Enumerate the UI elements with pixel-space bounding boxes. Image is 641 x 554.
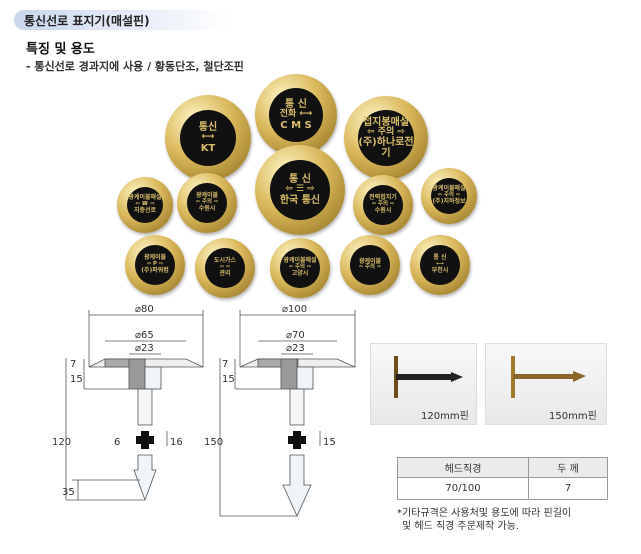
- arrow-icon: ⇦ ⇨: [219, 264, 231, 271]
- coin-top: 통 신: [285, 99, 307, 111]
- coin-face: 통신⟷KT: [179, 109, 237, 167]
- coin-face: 광케이블매설⇦ 주의 ⇨고양시: [280, 248, 320, 288]
- dimension-drawing: ⌀80 ⌀65 ⌀23 7 15 120 6 16 35 ⌀100 ⌀70 ⌀2…: [52, 304, 356, 517]
- coin-bottom: (주)지하정보: [432, 197, 466, 205]
- dim-mid: ⌀65: [135, 330, 154, 341]
- arrow-icon: ⇦ ☎ ⇨: [135, 201, 155, 208]
- coin-bottom: (주)파워컴: [141, 266, 169, 274]
- coin-bottom: 부천시: [431, 266, 449, 274]
- arrow-icon: ⇦ ☰ ⇨: [285, 184, 315, 195]
- dim-inner: ⌀23: [286, 343, 305, 354]
- note-line: 및 헤드 직경 주문제작 가능.: [402, 521, 520, 532]
- coin-bottom: (주)하나로전기: [358, 137, 414, 160]
- marker-coin: 도시가스⇦ ⇨관리: [195, 238, 255, 298]
- marker-coin: 광케이블매설⇦ 주의 ⇨(주)지하정보: [421, 168, 477, 224]
- marker-coin: 통신⟷KT: [165, 95, 251, 181]
- dim-cross-h: 15: [323, 437, 336, 448]
- coin-top: 통 신: [433, 254, 447, 262]
- marker-coin: 통 신⟷부천시: [410, 235, 470, 295]
- arrow-icon: ⇦ 주의 ⇨: [367, 126, 405, 137]
- coin-bottom: 수원시: [198, 204, 216, 212]
- photo-120mm-pin: 120mm핀: [370, 343, 477, 425]
- section-heading: 특징 및 용도: [26, 42, 95, 57]
- arrow-icon: ⟷: [201, 132, 215, 143]
- arrow-icon: ⇦ 주의 ⇨: [288, 264, 312, 271]
- coin-face: 광케이블매설⇦ ☎ ⇨지중선로: [126, 186, 164, 224]
- cell-head-diameter: 70/100: [397, 477, 529, 500]
- coin-top: 광케이블매설: [283, 257, 317, 265]
- coin-top: 광케이블: [195, 192, 219, 200]
- dim-head: 7: [70, 359, 76, 370]
- dim-outer: ⌀100: [282, 304, 307, 315]
- cross-section-icon: [136, 431, 154, 449]
- photo-caption: 150mm핀: [549, 411, 597, 422]
- header-head-diameter: 헤드직경: [397, 457, 529, 478]
- coin-top: 도시가스: [213, 257, 237, 265]
- coin-bottom: KT: [200, 142, 216, 154]
- marker-coin: 광케이블매설⇦ ☎ ⇨지중선로: [117, 177, 173, 233]
- marker-coin: 광케이블매설⇦ 주의 ⇨고양시: [270, 238, 330, 298]
- note-line: *기타규격은 사용처및 용도에 따라 핀길이: [397, 508, 572, 519]
- title-bar: 통신선로 표지기(매설핀): [14, 10, 229, 30]
- coin-bottom: 관리: [219, 269, 231, 277]
- coin-top: 통 신: [289, 174, 311, 186]
- cross-section-icon: [288, 431, 306, 449]
- arrow-icon: ⇦ 주의 ⇨: [358, 264, 382, 271]
- coin-top: 접지봉매설: [362, 116, 409, 128]
- dim-total: 120: [52, 437, 71, 448]
- arrow-icon: ⇦ 주의 ⇨: [195, 199, 219, 206]
- coin-bottom: 지중선로: [133, 206, 157, 214]
- photo-caption: 120mm핀: [421, 411, 469, 422]
- cell-thickness: 7: [528, 477, 608, 500]
- coin-face: 광케이블⇦ 주의 ⇨수원시: [187, 183, 227, 223]
- dim-cross-h: 16: [170, 437, 183, 448]
- arrow-icon: ⇦ 주의 ⇨: [371, 201, 395, 208]
- marker-coin: 접지봉매설⇦ 주의 ⇨(주)하나로전기: [344, 96, 428, 180]
- coin-face: 광케이블⇦ P ⇨(주)파워컴: [135, 245, 175, 285]
- dim-tip: 35: [62, 487, 75, 498]
- dim-total: 150: [204, 437, 223, 448]
- coin-top: 광케이블: [358, 257, 382, 265]
- coin-top: 광케이블매설: [128, 194, 162, 202]
- coin-top: 통신: [198, 122, 218, 134]
- marker-coin: 전력접지기⇦ 주의 ⇨수원시: [353, 175, 413, 235]
- marker-coin: 광케이블⇦ P ⇨(주)파워컴: [125, 235, 185, 295]
- coin-face: 통 신⟷부천시: [420, 245, 460, 285]
- coin-face: 도시가스⇦ ⇨관리: [205, 248, 245, 288]
- dim-inner: ⌀23: [135, 343, 154, 354]
- arrow-icon: ⇦ P ⇨: [146, 261, 164, 268]
- page-title: 통신선로 표지기(매설핀): [24, 14, 150, 28]
- arrow-icon: ⟷: [436, 261, 444, 268]
- dim-mid: ⌀70: [286, 330, 305, 341]
- coin-bottom: 한국 통신: [279, 194, 321, 206]
- coin-bottom: C M S: [280, 119, 312, 131]
- dim-neck: 15: [70, 374, 83, 385]
- coin-bottom: 고양시: [291, 269, 309, 277]
- coin-face: 광케이블매설⇦ 주의 ⇨(주)지하정보: [430, 177, 468, 215]
- coin-face: 전력접지기⇦ 주의 ⇨수원시: [363, 185, 403, 225]
- dim-head: 7: [222, 359, 228, 370]
- header-thickness: 두 께: [528, 457, 608, 478]
- marker-coin: 광케이블⇦ 주의 ⇨: [340, 235, 400, 295]
- coin-bottom: 수원시: [374, 206, 392, 214]
- arrow-icon: ⇦ 주의 ⇨: [437, 192, 461, 199]
- coin-top: 전력접지기: [369, 194, 397, 202]
- photo-150mm-pin: 150mm핀: [485, 343, 607, 425]
- dim-cross-w: 6: [114, 437, 120, 448]
- coin-top: 광케이블매설: [432, 185, 466, 193]
- description: - 통신선로 경과지에 사용 / 황동단조, 철단조핀: [26, 60, 244, 73]
- coin-face: 광케이블⇦ 주의 ⇨: [350, 245, 390, 285]
- dim-outer: ⌀80: [135, 304, 154, 315]
- coin-top: 광케이블: [143, 254, 167, 262]
- coin-face: 접지봉매설⇦ 주의 ⇨(주)하나로전기: [358, 110, 414, 166]
- coin-face: 통 신⇦ ☰ ⇨한국 통신: [270, 160, 330, 220]
- marker-coin: 광케이블⇦ 주의 ⇨수원시: [177, 173, 237, 233]
- marker-coin: 통 신⇦ ☰ ⇨한국 통신: [255, 145, 345, 235]
- arrow-icon: 전화 ⟷: [279, 109, 313, 120]
- dim-neck: 15: [222, 374, 235, 385]
